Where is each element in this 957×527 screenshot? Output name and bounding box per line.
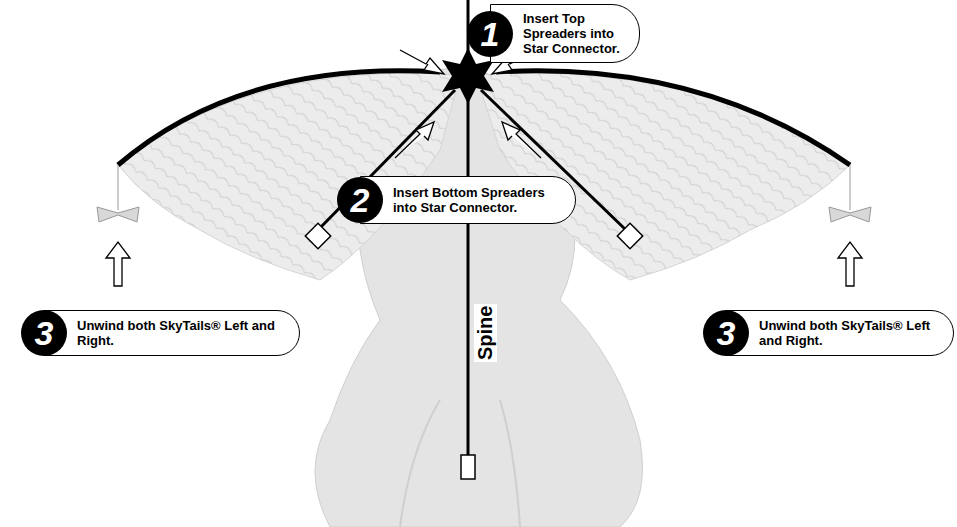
skytail-bundle — [97, 207, 139, 222]
callout-text: Unwind both SkyTails® Left and Right. — [759, 318, 937, 348]
spreader-end-cap — [617, 223, 642, 248]
callout-box: 3Unwind both SkyTails® Left and Right. — [44, 310, 300, 356]
skytail-bundle — [829, 207, 871, 222]
callout-box: 2Insert Bottom Spreaders into Star Conne… — [360, 176, 576, 224]
callout-text: Insert Bottom Spreaders into Star Connec… — [393, 185, 559, 215]
callout-box: 1Insert Top Spreaders into Star Connecto… — [490, 4, 640, 63]
tail-line — [850, 165, 851, 210]
top-spreader — [496, 71, 850, 165]
callout-number: 2 — [337, 177, 383, 223]
tail-line — [118, 165, 119, 210]
spine-end-cap — [461, 455, 475, 479]
callout-text: Insert Top Spreaders into Star Connector… — [523, 11, 623, 56]
top-spreader — [118, 71, 440, 165]
callout-box: 3Unwind both SkyTails® Left and Right. — [726, 310, 954, 356]
callout-number: 3 — [703, 310, 749, 356]
callout-number: 3 — [21, 310, 67, 356]
part-label: Spine — [474, 304, 497, 362]
spreader-end-cap — [305, 223, 330, 248]
insert-arrow — [395, 50, 541, 158]
callout-number: 1 — [467, 11, 513, 57]
callout-text: Unwind both SkyTails® Left and Right. — [77, 318, 283, 348]
up-arrow — [106, 242, 130, 286]
up-arrow — [838, 242, 862, 286]
